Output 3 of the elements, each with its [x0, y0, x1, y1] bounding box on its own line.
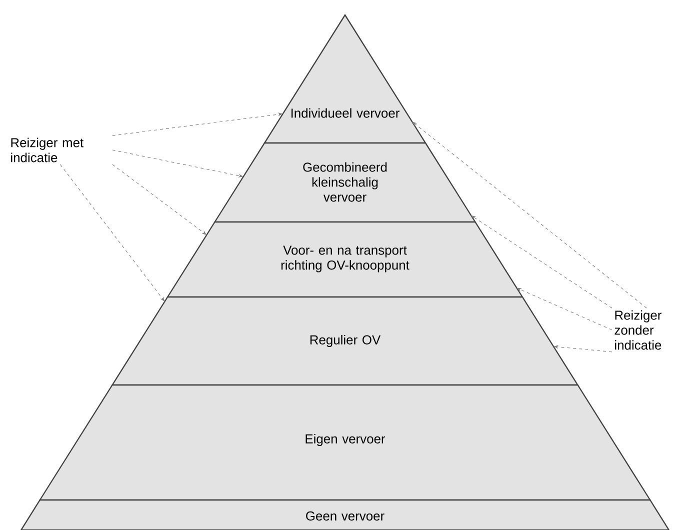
arrow — [412, 122, 647, 308]
side-label: Reiziger met indicatie — [11, 138, 84, 162]
side-label: Reiziger zonder indicatie — [614, 310, 662, 350]
